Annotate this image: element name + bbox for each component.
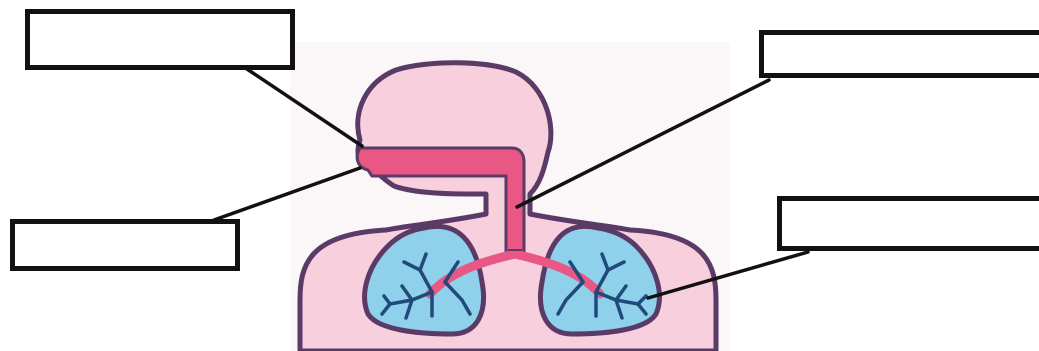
label-box-bottom-left[interactable] — [10, 219, 240, 271]
label-box-middle-right[interactable] — [777, 196, 1039, 251]
label-box-top-left[interactable] — [25, 9, 295, 70]
label-box-top-right[interactable] — [759, 30, 1039, 78]
